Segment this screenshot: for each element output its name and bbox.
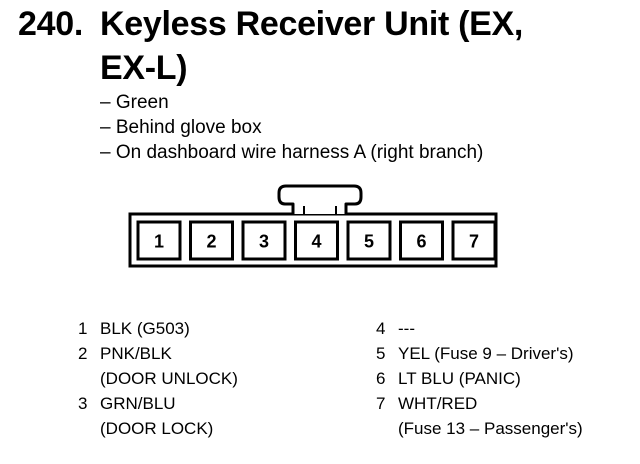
note-color: – Green	[100, 92, 169, 113]
pin-wire: GRN/BLU	[100, 394, 176, 413]
pin-entry-4: 4 ---	[376, 316, 583, 341]
pin-wire: WHT/RED	[398, 394, 478, 413]
pin-cavity-1	[136, 220, 182, 261]
connector-pins: 1 2 3 4 5 6 7	[136, 220, 497, 261]
pin-cavity-3	[241, 220, 287, 261]
pin-cavity-7	[451, 220, 497, 261]
pin-number: 2	[78, 344, 88, 363]
pin-label-7: 7	[469, 232, 479, 252]
pin-label-3: 3	[259, 232, 269, 252]
pin-entry-6: 6 LT BLU (PANIC)	[376, 366, 583, 391]
pin-label-6: 6	[416, 232, 426, 252]
pin-entry-5: 5 YEL (Fuse 9 – Driver's)	[376, 341, 583, 366]
title-text: Keyless Receiver Unit (EX, EX-L)	[100, 5, 524, 87]
pin-wire: BLK (G503)	[100, 319, 190, 338]
pin-entry-1: 1 BLK (G503)	[78, 316, 238, 341]
title-number: 240.	[18, 5, 83, 43]
pin-label-1: 1	[154, 232, 164, 252]
pin-number: 4	[376, 319, 386, 338]
pin-number: 1	[78, 319, 88, 338]
pin-list-right: 4 --- 5 YEL (Fuse 9 – Driver's) 6 LT BLU…	[376, 316, 583, 441]
pin-function: (DOOR LOCK)	[100, 419, 214, 438]
connector-lock-tab	[277, 184, 363, 214]
connector-notes: – Green – Behind glove box – On dashboar…	[100, 90, 483, 165]
pin-entry-7: 7 WHT/RED (Fuse 13 – Passenger's)	[376, 391, 583, 441]
pin-number: 5	[376, 344, 386, 363]
pin-entry-2: 2 PNK/BLK (DOOR UNLOCK)	[78, 341, 238, 391]
pin-wire: LT BLU (PANIC)	[398, 369, 521, 388]
pin-list-left: 1 BLK (G503) 2 PNK/BLK (DOOR UNLOCK) 3 G…	[78, 316, 238, 441]
pin-cavity-4	[294, 220, 339, 261]
pin-wire: YEL (Fuse 9 – Driver's)	[398, 344, 574, 363]
pin-number: 3	[78, 394, 88, 413]
pin-function: (Fuse 13 – Passenger's)	[398, 419, 583, 438]
note-harness: – On dashboard wire harness A (right bra…	[100, 142, 484, 163]
connector-diagram: 1 2 3 4 5 6 7	[128, 184, 498, 268]
pin-wire: ---	[398, 319, 415, 338]
note-location: – Behind glove box	[100, 117, 262, 138]
pin-label-2: 2	[206, 232, 216, 252]
pin-number: 6	[376, 369, 386, 388]
pin-cavity-5	[346, 220, 392, 261]
pin-label-5: 5	[364, 232, 374, 252]
pin-function: (DOOR UNLOCK)	[100, 369, 238, 388]
pin-entry-3: 3 GRN/BLU (DOOR LOCK)	[78, 391, 238, 441]
pin-label-4: 4	[311, 232, 321, 252]
pin-cavity-6	[399, 220, 444, 261]
pin-number: 7	[376, 394, 386, 413]
pin-wire: PNK/BLK	[100, 344, 172, 363]
pin-cavity-2	[189, 220, 234, 261]
